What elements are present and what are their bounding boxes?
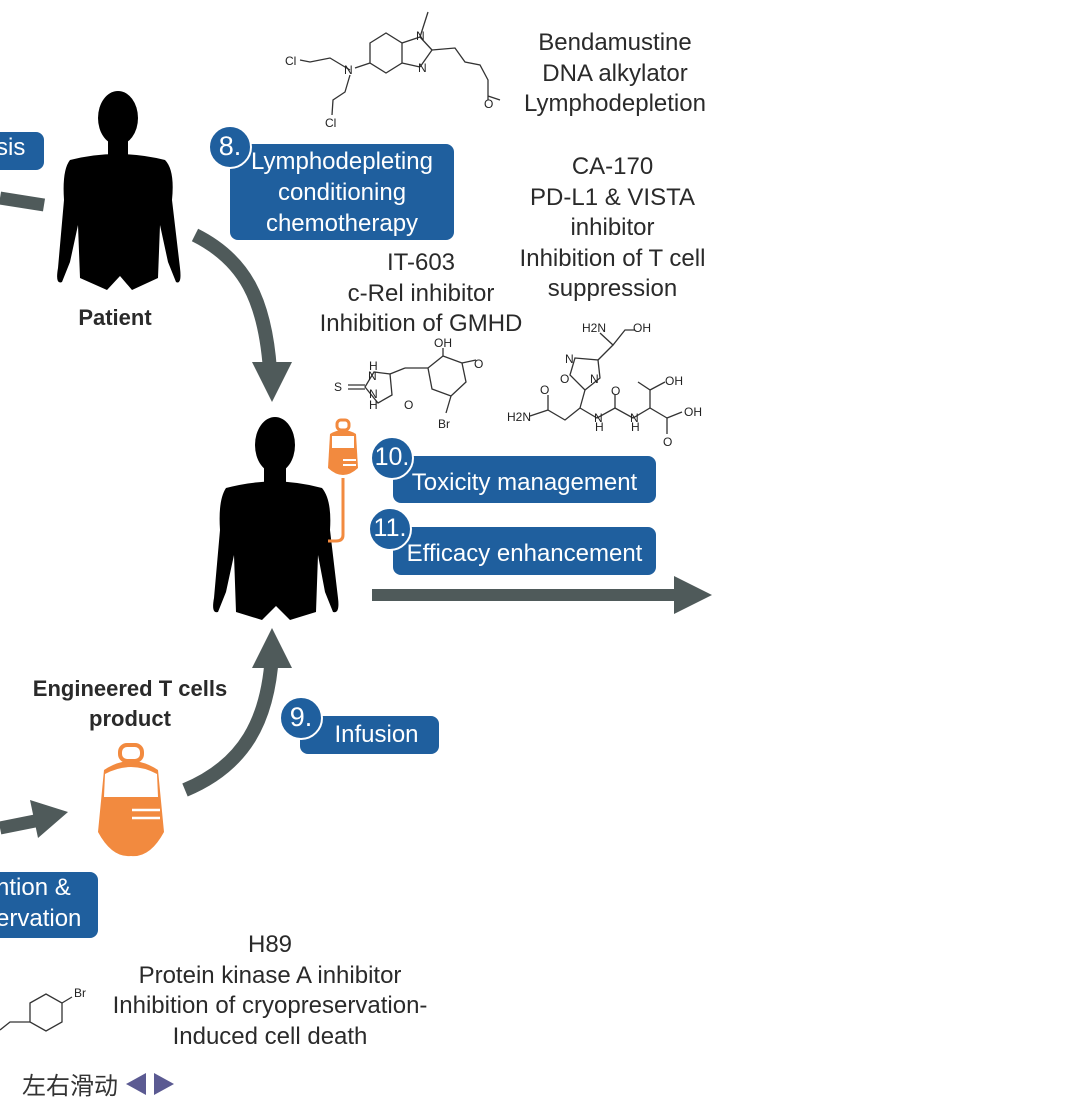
product-bag-icon xyxy=(98,743,164,857)
treated-patient-silhouette-icon xyxy=(213,417,339,620)
atom-label: H xyxy=(595,420,604,434)
partial-label-bottom-line1: ntion & xyxy=(0,874,71,901)
atom-label: Br xyxy=(74,986,86,1000)
step-8-label: Lymphodepleting conditioning chemotherap… xyxy=(230,144,454,240)
step-8-line2: conditioning xyxy=(277,179,407,206)
drug-mechanism-cont: inhibitor xyxy=(570,214,655,241)
product-label: Engineered T cells product xyxy=(10,674,250,734)
step-9-label: Infusion xyxy=(300,716,439,754)
patient-label: Patient xyxy=(78,305,152,330)
step-8-line3: chemotherapy xyxy=(265,210,419,237)
atom-label: Cl xyxy=(325,116,336,130)
drug-name: H89 xyxy=(247,931,293,958)
atom-label: S xyxy=(334,380,342,394)
drug-name: IT-603 xyxy=(386,249,456,276)
atom-label: H xyxy=(369,359,378,373)
atom-label: O xyxy=(560,372,569,386)
drug-bendamustine: Bendamustine DNA alkylator Lymphodepleti… xyxy=(510,28,720,120)
atom-label: H xyxy=(369,398,378,412)
atom-label: N xyxy=(418,61,427,75)
step-badge-10: 10. xyxy=(370,436,414,480)
atom-label: Br xyxy=(438,417,450,431)
arrow-outcome-shaft xyxy=(372,589,677,601)
drug-effect-cont: suppression xyxy=(547,275,678,302)
step-badge-11: 11. xyxy=(368,507,412,551)
ca170-structure xyxy=(529,329,683,434)
drug-name: Bendamustine xyxy=(538,29,692,56)
drug-mechanism: Protein kinase A inhibitor xyxy=(138,961,402,989)
atom-label: N xyxy=(590,372,599,386)
drug-effect: Lymphodepletion xyxy=(524,90,706,117)
atom-label: N xyxy=(416,29,425,43)
swipe-hint-text: 左右滑动 xyxy=(22,1073,118,1100)
h89-partial-structure xyxy=(0,993,73,1032)
arrow-to-product xyxy=(0,813,42,835)
atom-label: Cl xyxy=(285,54,296,68)
atom-label: O xyxy=(663,435,672,449)
scroll-right-icon[interactable] xyxy=(154,1072,174,1095)
arrowhead-right-small xyxy=(30,800,68,838)
it603-atoms: S H N N H O OH O Br xyxy=(334,336,483,431)
drug-ca170: CA-170 PD-L1 & VISTA inhibitor Inhibitio… xyxy=(505,152,720,305)
atom-label: N xyxy=(594,411,603,425)
partial-label-top: sis xyxy=(0,132,44,170)
swipe-nav: 左右滑动 xyxy=(22,1066,174,1101)
step-badge-8: 8. xyxy=(208,125,252,169)
bendamustine-atoms: Cl N Cl N N O xyxy=(285,29,493,130)
drug-mechanism: PD-L1 & VISTA xyxy=(530,183,695,211)
step-badge-9: 9. xyxy=(279,696,323,740)
scroll-left-icon[interactable] xyxy=(126,1072,146,1095)
arrow-patient-to-treatment xyxy=(191,228,277,371)
atom-label: N xyxy=(344,63,353,77)
product-label-line2: product xyxy=(89,706,171,731)
step-11-label: Efficacy enhancement xyxy=(393,527,656,575)
bendamustine-structure xyxy=(299,11,501,116)
atom-label: O xyxy=(611,384,620,398)
drug-effect: Inhibition of GMHD xyxy=(319,310,523,337)
atom-label: O xyxy=(540,383,549,397)
atom-label: OH xyxy=(434,336,452,350)
ca170-atoms: H2N OH N O N O H2N N H O N H OH OH O xyxy=(507,321,702,449)
atom-label: O xyxy=(474,357,483,371)
drug-effect: Inhibition of cryopreservation- xyxy=(112,992,428,1019)
iv-bag-small-icon xyxy=(328,418,358,543)
atom-label: H xyxy=(631,420,640,434)
drug-h89: H89 Protein kinase A inhibitor Inhibitio… xyxy=(95,930,445,1052)
atom-label: N xyxy=(565,352,574,366)
it603-structure xyxy=(348,348,477,414)
arrow-to-patient xyxy=(0,191,46,212)
product-label-line1: Engineered T cells xyxy=(32,676,228,701)
drug-effect-cont: Induced cell death xyxy=(172,1022,368,1050)
atom-label: H2N xyxy=(582,321,606,335)
atom-label: O xyxy=(404,398,413,412)
drug-mechanism: c-Rel inhibitor xyxy=(347,279,495,307)
drug-mechanism: DNA alkylator xyxy=(542,59,688,87)
atom-label: OH xyxy=(633,321,651,335)
partial-label-bottom-line2: ervation xyxy=(0,905,82,932)
patient-silhouette-icon xyxy=(57,91,181,290)
step-8-line1: Lymphodepleting xyxy=(251,148,433,175)
step-10-label: Toxicity management xyxy=(393,456,656,503)
drug-name: CA-170 xyxy=(571,153,654,180)
atom-label: OH xyxy=(665,374,683,388)
arrowhead-down xyxy=(252,362,292,402)
atom-label: N xyxy=(368,369,377,383)
arrowhead-up xyxy=(252,628,292,668)
atom-label: N xyxy=(630,411,639,425)
atom-label: O xyxy=(484,97,493,111)
arrowhead-right-large xyxy=(674,576,712,614)
drug-effect: Inhibition of T cell xyxy=(519,244,706,272)
atom-label: H2N xyxy=(507,410,531,424)
atom-label: N xyxy=(369,387,378,401)
atom-label: OH xyxy=(684,405,702,419)
partial-label-bottom: ntion & ervation xyxy=(0,872,98,938)
drug-it603: IT-603 c-Rel inhibitor Inhibition of GMH… xyxy=(305,248,537,340)
arrow-product-to-patient xyxy=(182,654,279,797)
